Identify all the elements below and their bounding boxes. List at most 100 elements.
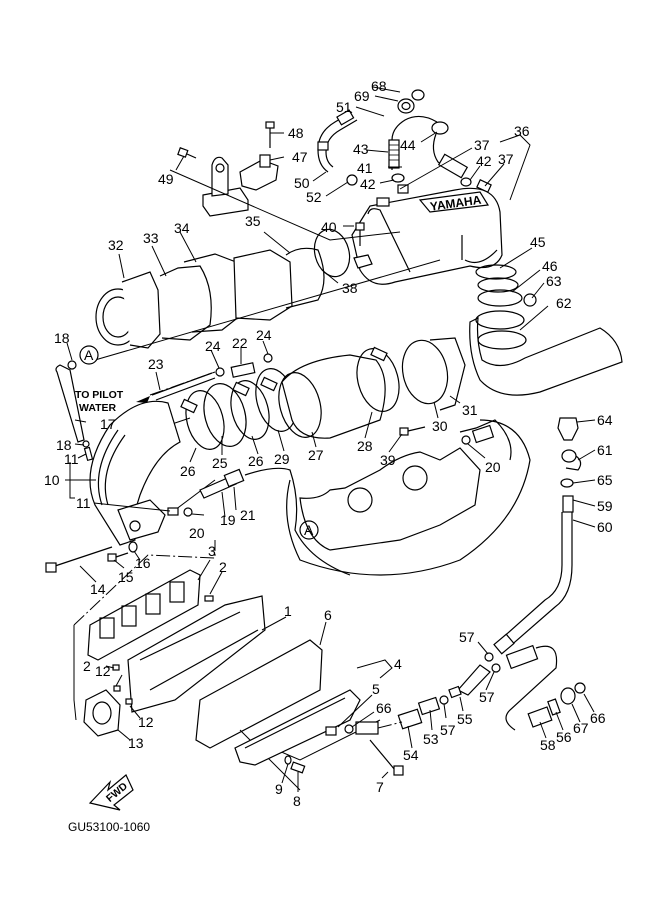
callout-3: 3 (208, 543, 216, 559)
cover-4 (234, 689, 361, 766)
washer-9 (284, 755, 292, 765)
callout-23: 23 (148, 356, 164, 372)
callout-65: 65 (597, 472, 613, 488)
callout-35: 35 (245, 213, 261, 229)
callout-25: 25 (212, 455, 228, 471)
callout-49: 49 (158, 171, 174, 187)
callout-11b: 11 (76, 495, 91, 511)
callout-20a: 20 (189, 525, 205, 541)
bolt-48 (265, 121, 275, 129)
clamp-42 (391, 173, 405, 183)
bolt-8 (290, 761, 306, 774)
callout-2a: 2 (219, 559, 227, 575)
water-lock-body: YAMAHA (313, 187, 503, 285)
grommet-69 (397, 98, 415, 114)
callout-68: 68 (371, 78, 387, 94)
callout-43: 43 (353, 141, 369, 157)
callout-62: 62 (556, 295, 572, 311)
clamp-66-right (574, 682, 586, 694)
callout-11a: 11 (64, 451, 79, 467)
gasket-31 (429, 337, 466, 411)
pilot-water-assembly (55, 353, 351, 576)
pin-2-top (204, 595, 214, 602)
gasket-6 (195, 639, 323, 749)
callout-8: 8 (293, 793, 301, 809)
callout-46: 46 (542, 258, 558, 274)
callout-20b: 20 (485, 459, 501, 475)
cap-61 (561, 449, 577, 463)
diagram-code: GU53100-1060 (68, 820, 150, 834)
clamp-20-left (183, 507, 193, 517)
callout-63: 63 (546, 273, 562, 289)
bolt-40 (355, 222, 365, 231)
hose-43 (391, 115, 438, 170)
hose-60 (499, 512, 563, 641)
callout-51: 51 (336, 99, 352, 115)
callout-44: 44 (400, 137, 416, 153)
clamp-44 (431, 121, 449, 135)
clamp-18-bottom (82, 440, 90, 448)
callout-55: 55 (457, 711, 473, 727)
callout-31: 31 (462, 402, 478, 418)
outlet-assembly (469, 264, 623, 396)
callout-58: 58 (540, 737, 556, 753)
part-callouts: 68 69 51 48 47 50 52 43 44 41 42 37 42 3… (44, 78, 613, 809)
callout-45: 45 (530, 234, 546, 250)
exhaust-manifold-assembly (45, 541, 404, 776)
clamp-24-right (263, 353, 273, 363)
exhaust-pipe-main (89, 337, 466, 546)
cap-64 (557, 417, 579, 441)
spring-21 (223, 468, 245, 488)
callout-42a: 42 (360, 176, 376, 192)
callout-2b: 2 (83, 658, 91, 674)
callout-53: 53 (423, 731, 439, 747)
gasket-35 (285, 247, 325, 309)
callout-48: 48 (288, 125, 304, 141)
callout-66a: 66 (376, 700, 392, 716)
pipe-53 (417, 696, 441, 716)
callout-60: 60 (597, 519, 613, 535)
clip-68 (411, 89, 425, 101)
exhaust-pipe-front (95, 247, 325, 349)
washer-16 (128, 541, 138, 553)
callout-1: 1 (284, 603, 292, 619)
callout-17: 17 (100, 416, 116, 432)
callout-24b: 24 (256, 327, 272, 343)
callout-32: 32 (108, 237, 124, 253)
callout-6: 6 (324, 607, 332, 623)
callout-50: 50 (294, 175, 310, 191)
callout-19: 19 (220, 512, 236, 528)
callout-7: 7 (376, 779, 384, 795)
plate-13 (83, 689, 121, 737)
engine-outline (286, 419, 531, 576)
cooling-hose-assembly (317, 89, 492, 194)
callout-26a: 26 (180, 463, 196, 479)
ring-46 (477, 289, 523, 307)
callout-a-circle-top (79, 345, 99, 365)
forward-direction-indicator: FWD (88, 774, 134, 811)
callout-52: 52 (306, 189, 322, 205)
yamaha-brand-panel (418, 191, 490, 213)
clamp-26 (230, 380, 270, 440)
callout-16: 16 (135, 555, 151, 571)
callout-4: 4 (394, 656, 402, 672)
callout-40: 40 (321, 219, 337, 235)
clamp-57-top (484, 652, 494, 662)
callout-34: 34 (174, 220, 190, 236)
callout-37a: 37 (474, 137, 490, 153)
callout-37b: 37 (498, 151, 514, 167)
callout-13: 13 (128, 735, 144, 751)
pin-12-bottom (125, 698, 133, 705)
callout-57b: 57 (479, 689, 495, 705)
clamp-20-right (461, 435, 471, 445)
callout-12a: 12 (95, 663, 111, 679)
hose-26-left (185, 390, 225, 450)
fitting-11-bottom (167, 507, 179, 516)
tube-23 (151, 372, 216, 401)
clamp-57-right (491, 663, 501, 673)
callout-30: 30 (432, 418, 448, 434)
callout-59: 59 (597, 498, 613, 514)
fitting-22 (230, 362, 256, 378)
